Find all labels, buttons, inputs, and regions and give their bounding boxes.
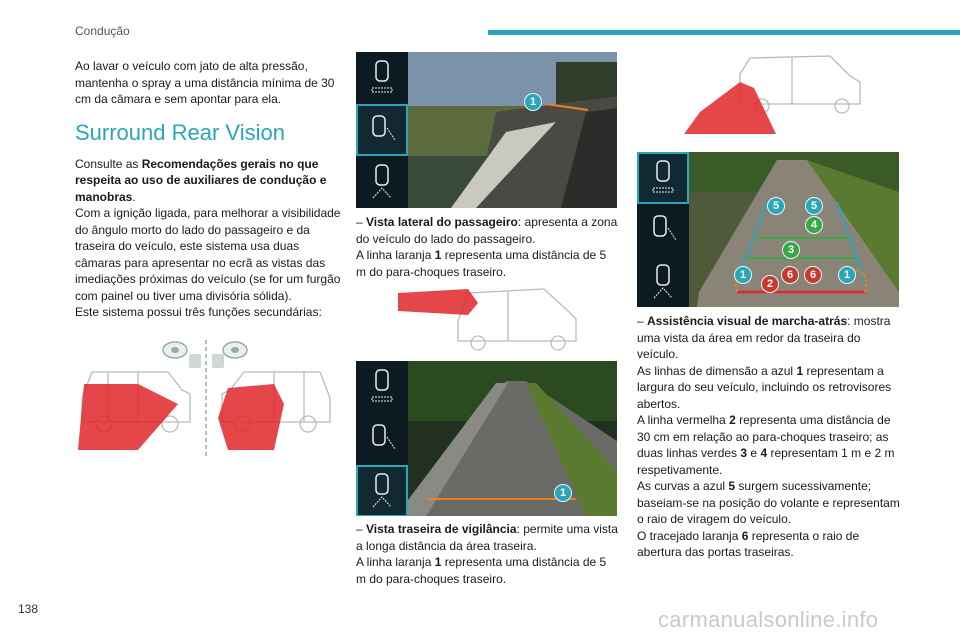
mode-rear-icon-3 — [637, 152, 689, 204]
description-paragraph: Com a ignição ligada, para melhorar a vi… — [75, 206, 341, 303]
mode-reverse-icon — [356, 156, 408, 208]
turning-curves-text: As curvas a azul 5 surgem sucessivamente… — [637, 479, 900, 526]
marker-badge: 1 — [838, 266, 856, 284]
column-1: Ao lavar o veículo com jato de alta pres… — [75, 58, 345, 321]
rear-surveillance-description: – Vista traseira de vigilância: permite … — [356, 522, 618, 553]
rear-surveillance-camera-view: 1 — [356, 361, 617, 516]
van-camera-zones-diagram — [78, 338, 334, 458]
camera-mode-selector — [356, 52, 408, 208]
steering-wheel-icon-right — [222, 341, 248, 359]
reverse-assist-description: – Assistência visual de marcha-atrás: mo… — [637, 314, 891, 361]
marker-badge: 1 — [524, 93, 542, 111]
van-rear-zone-diagram — [398, 283, 580, 351]
marker-badge: 4 — [805, 216, 823, 234]
marker-badge: 3 — [782, 241, 800, 259]
passenger-side-view-description: – Vista lateral do passageiro: apresenta… — [356, 215, 618, 246]
camera-mode-selector-2 — [356, 361, 408, 516]
column-2-section-2: – Vista traseira de vigilância: permite … — [356, 521, 618, 587]
mode-side-icon — [356, 104, 408, 156]
mode-rear-icon — [356, 52, 408, 104]
recommendation-link-text: Recomendações gerais no que respeita ao … — [75, 156, 327, 204]
passenger-side-camera-view: 1 — [356, 52, 617, 208]
marker-badge: 5 — [805, 197, 823, 215]
column-3-text: – Assistência visual de marcha-atrás: mo… — [637, 313, 902, 561]
section-heading: Surround Rear Vision — [75, 119, 285, 145]
door-radius-text: O tracejado laranja 6 representa o raio … — [637, 528, 860, 560]
marker-badge: 1 — [554, 484, 572, 502]
watermark: carmanualsonline.info — [658, 607, 879, 632]
column-2-section-1: – Vista lateral do passageiro: apresenta… — [356, 214, 618, 280]
van-reverse-zone-diagram — [680, 52, 866, 138]
mode-side-icon-2 — [356, 413, 408, 465]
distance-lines-text: A linha vermelha 2 representa uma distân… — [637, 413, 895, 477]
mode-side-icon-3 — [637, 204, 689, 256]
marker-badge: 6 — [781, 266, 799, 284]
marker-badge: 5 — [767, 197, 785, 215]
header-accent-bar — [488, 30, 960, 35]
section-title: Condução — [75, 24, 130, 38]
dimension-lines-text: As linhas de dimensão a azul 1 represent… — [637, 363, 892, 411]
mode-reverse-icon-3 — [637, 256, 689, 307]
marker-badge: 6 — [804, 266, 822, 284]
marker-badge: 1 — [734, 266, 752, 284]
rear-surveillance-line: A linha laranja 1 representa uma distânc… — [356, 555, 607, 586]
recommendation-paragraph: Consulte as Recomendações gerais no que … — [75, 156, 327, 204]
passenger-side-view-line: A linha laranja 1 representa uma distânc… — [356, 248, 607, 279]
intro-paragraph: Ao lavar o veículo com jato de alta pres… — [75, 59, 335, 106]
steering-wheel-icon — [162, 341, 188, 359]
mode-rear-icon-2 — [356, 361, 408, 413]
page-number: 138 — [18, 602, 39, 616]
mode-reverse-icon-2 — [356, 465, 408, 516]
camera-mode-selector-3 — [637, 152, 689, 307]
functions-intro: Este sistema possui três funções secundá… — [75, 305, 322, 319]
reverse-assist-camera-view: 5 5 4 3 1 6 6 1 2 — [637, 152, 899, 307]
marker-badge: 2 — [761, 275, 779, 293]
